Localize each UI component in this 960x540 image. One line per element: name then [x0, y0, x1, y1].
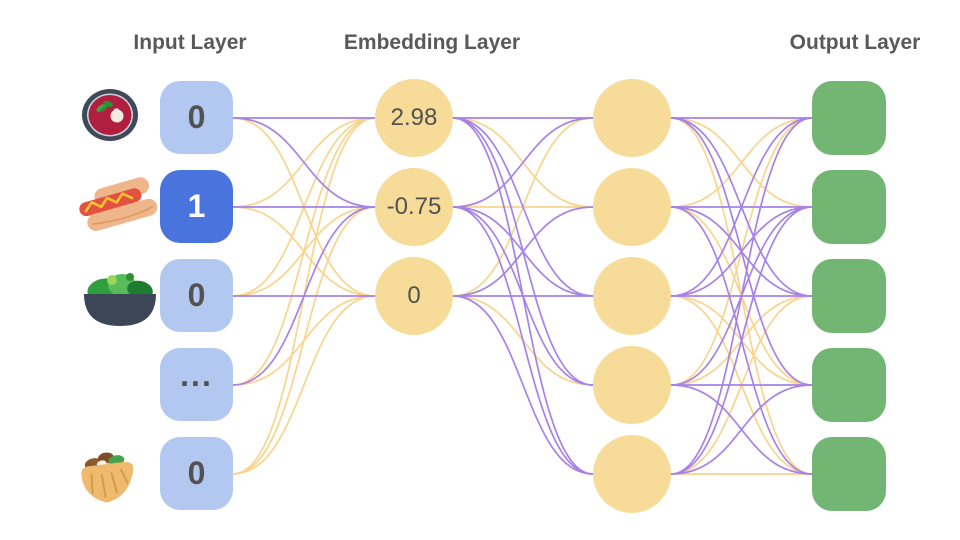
green-salad-icon: [84, 273, 156, 326]
output-layer-title: Output Layer: [789, 31, 921, 54]
embedding-node: 0: [375, 257, 453, 335]
embedding-node: -0.75: [375, 168, 453, 246]
hidden-node: [593, 168, 671, 246]
hidden-node: [593, 257, 671, 335]
output-node: [812, 170, 886, 244]
input-node-value: 0: [187, 277, 206, 313]
hot-dog-icon: [79, 177, 158, 231]
input-node-value: ...: [180, 357, 213, 393]
output-node: [812, 348, 886, 422]
input-node-value: 0: [187, 455, 206, 491]
input-layer-title: Input Layer: [133, 31, 247, 54]
input-node: ...: [160, 348, 233, 421]
input-node: 0: [160, 259, 233, 332]
embedding-layer-title: Embedding Layer: [343, 31, 521, 54]
input-node: 0: [160, 437, 233, 510]
hidden-node: [593, 435, 671, 513]
borscht-bowl-icon: [82, 89, 138, 141]
input-node-value: 0: [187, 99, 206, 135]
embedding-node: 2.98: [375, 79, 453, 157]
hidden-node: [593, 79, 671, 157]
stuffed-flatbread-icon: [81, 452, 134, 503]
input-node-value: 1: [187, 188, 206, 224]
output-node: [812, 259, 886, 333]
hidden-node: [593, 346, 671, 424]
input-node: 1: [160, 170, 233, 243]
input-node: 0: [160, 81, 233, 154]
output-node: [812, 437, 886, 511]
output-node: [812, 81, 886, 155]
